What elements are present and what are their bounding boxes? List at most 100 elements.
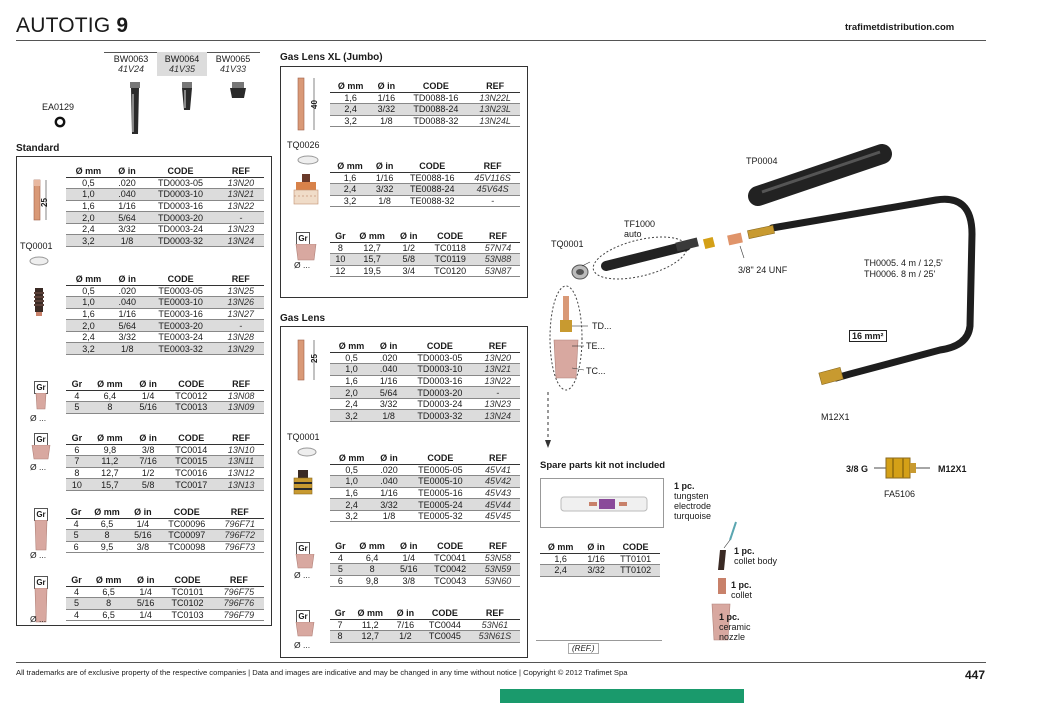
- table-cell: 1/4: [130, 586, 162, 599]
- table-cell: 53N58: [476, 552, 520, 565]
- table-cell: 13N23: [217, 223, 264, 236]
- table-cell: 1/16: [581, 553, 612, 566]
- table-cell: TD0003-16: [143, 200, 218, 213]
- table-cell: TC00098: [157, 541, 216, 554]
- table-cell: .020: [373, 464, 405, 477]
- table-cell: 3/32: [110, 223, 144, 236]
- table-cell: 4: [66, 518, 87, 531]
- column-header: Ø in: [370, 160, 400, 173]
- table-cell: 0,5: [330, 464, 374, 477]
- table-cell: TC0041: [424, 552, 477, 565]
- te-label: TE...: [586, 341, 606, 351]
- table-cell: 13N26: [217, 296, 264, 309]
- collet-body-image: [34, 288, 44, 316]
- table-cell: TD0003-05: [143, 177, 218, 190]
- td-label: TD...: [592, 321, 612, 331]
- table-cell: 12: [330, 265, 351, 278]
- table-cell: 45V41: [475, 464, 520, 477]
- table-cell: 3/32: [110, 331, 144, 344]
- table-cell: 5/16: [127, 529, 158, 542]
- footer-text: All trademarks are of exclusive property…: [16, 668, 628, 677]
- table-cell: TE0005-24: [404, 498, 476, 511]
- table-cell: 1/16: [110, 200, 144, 213]
- diam-label: Ø ...: [30, 462, 47, 472]
- table-cell: 1/8: [110, 234, 144, 248]
- column-header: Ø in: [390, 607, 421, 620]
- table-cell: 2,4: [66, 331, 111, 344]
- table-cell: TE0003-32: [143, 342, 218, 356]
- table-cell: 8: [87, 401, 132, 414]
- table-cell: TT0102: [611, 564, 660, 577]
- table-cell: 2,4: [330, 498, 374, 511]
- column-header: Ø in: [581, 541, 612, 554]
- table-cell: 6: [330, 575, 351, 588]
- column-header: Ø mm: [350, 540, 394, 553]
- header-rule: [16, 40, 986, 41]
- table-cell: -: [465, 195, 520, 208]
- ref-rule: [536, 640, 662, 641]
- column-header: Ø in: [393, 230, 425, 243]
- diam-label: Ø ...: [30, 614, 47, 624]
- table-cell: 1,0: [66, 188, 111, 201]
- table-cell: TT0101: [611, 553, 660, 566]
- column-header: CODE: [424, 540, 477, 553]
- column-header: Gr: [330, 540, 351, 553]
- table-cell: TC0016: [164, 467, 219, 480]
- spare-parts-image: [711, 521, 737, 641]
- table-cell: 1/2: [131, 467, 165, 480]
- table-cell: 2,4: [330, 183, 371, 196]
- table-cell: 1,6: [330, 487, 374, 500]
- standard-title: Standard: [16, 143, 60, 154]
- column-header: Ø mm: [87, 378, 132, 391]
- nozzle-image: [35, 393, 47, 410]
- tp-code: TP0004: [746, 156, 778, 166]
- length-25: 25: [309, 354, 319, 363]
- table-cell: TC0103: [161, 609, 214, 622]
- table-cell: 0,5: [66, 285, 111, 298]
- table-cell: 5/64: [110, 319, 144, 332]
- table-cell: 13N29: [217, 342, 264, 356]
- table-cell: 1,6: [540, 553, 582, 566]
- table-cell: 45V42: [475, 475, 520, 488]
- table-cell: 3,2: [66, 234, 111, 248]
- table-cell: 45V45: [475, 510, 520, 523]
- table-cell: TD0003-24: [143, 223, 218, 236]
- table-cell: 1/4: [127, 518, 158, 531]
- hose-8m: TH0006. 8 m / 25': [864, 269, 936, 279]
- table-cell: 13N21: [475, 363, 520, 376]
- diam-label: Ø ...: [30, 550, 47, 560]
- site-url[interactable]: trafimetdistribution.com: [845, 22, 955, 33]
- table-cell: TC0102: [161, 597, 214, 610]
- ref-note: (REF.): [568, 643, 599, 654]
- table-cell: 13N27: [217, 308, 264, 321]
- table-cell: TE0003-16: [143, 308, 218, 321]
- page-number: 447: [965, 668, 986, 682]
- table-cell: 13N20: [217, 177, 264, 190]
- table-cell: TC0017: [164, 478, 219, 491]
- table-cell: 3/8: [131, 444, 165, 457]
- table-cell: 13N22L: [470, 92, 520, 105]
- adapter-code: FA5106: [884, 489, 916, 499]
- column-header: REF: [470, 80, 520, 93]
- tf-code: TF1000: [624, 219, 656, 229]
- table-cell: 1/16: [371, 92, 402, 105]
- table-cell: 1,0: [330, 363, 373, 376]
- table-cell: 7: [330, 619, 350, 632]
- table-cell: 10: [330, 253, 351, 266]
